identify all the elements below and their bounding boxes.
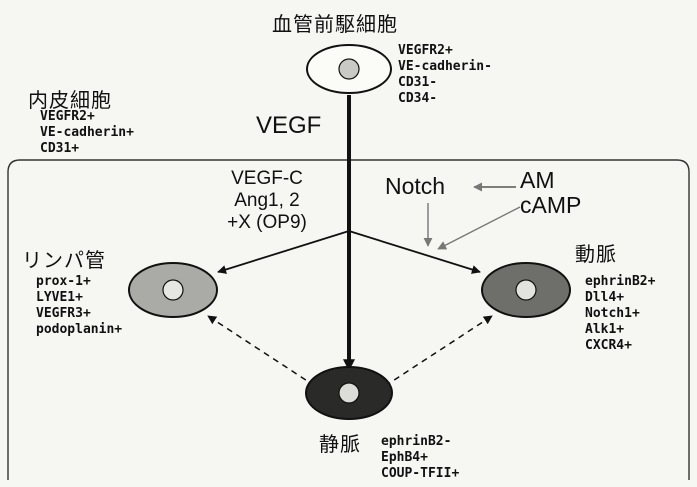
- endothelial-marker: VE-cadherin+: [40, 125, 134, 141]
- lymph-factor: Ang1, 2: [212, 190, 322, 212]
- vegf-label: VEGF: [256, 112, 321, 140]
- notch-label: Notch: [385, 173, 445, 200]
- vein-marker: COUP-TFII+: [381, 466, 459, 482]
- artery-marker: Alk1+: [585, 322, 655, 338]
- camp-label: cAMP: [520, 192, 581, 219]
- artery-marker: Dll4+: [585, 290, 655, 306]
- lymph-factor: +X (OP9): [212, 212, 322, 234]
- vein-markers: ephrinB2- EphB4+ COUP-TFII+: [381, 434, 459, 482]
- endothelial-marker: VEGFR2+: [40, 109, 134, 125]
- lymphatic-marker: LYVE1+: [36, 290, 122, 306]
- camp-diagonal-arrow: [438, 207, 520, 249]
- vein-marker: EphB4+: [381, 450, 459, 466]
- progenitor-markers: VEGFR2+ VE-cadherin- CD31- CD34-: [398, 43, 492, 107]
- artery-marker: ephrinB2+: [585, 274, 655, 290]
- artery-markers: ephrinB2+ Dll4+ Notch1+ Alk1+ CXCR4+: [585, 274, 655, 354]
- endothelial-marker: CD31+: [40, 141, 134, 157]
- vein-cell: [306, 367, 392, 419]
- progenitor-marker: VEGFR2+: [398, 43, 492, 59]
- lymphatic-label: リンパ管: [22, 244, 106, 273]
- lymphatic-markers: prox-1+ LYVE1+ VEGFR3+ podoplanin+: [36, 274, 122, 338]
- endothelial-markers: VEGFR2+ VE-cadherin+ CD31+: [40, 109, 134, 157]
- progenitor-marker: VE-cadherin-: [398, 59, 492, 75]
- lymphatic-marker: VEGFR3+: [36, 306, 122, 322]
- artery-label: 動脈: [575, 238, 617, 267]
- artery-marker: CXCR4+: [585, 338, 655, 354]
- lymph-factors: VEGF-C Ang1, 2 +X (OP9): [212, 168, 322, 234]
- artery-cell: [482, 263, 570, 317]
- progenitor-cell: [307, 45, 391, 93]
- progenitor-marker: CD31-: [398, 75, 492, 91]
- am-label: AM: [520, 167, 555, 194]
- lymph-factor: VEGF-C: [212, 168, 322, 190]
- vein-to-artery-dashed-arrow: [385, 316, 492, 386]
- vein-to-lymphatic-dashed-arrow: [208, 316, 315, 386]
- artery-marker: Notch1+: [585, 306, 655, 322]
- lymphatic-cell: [129, 263, 217, 317]
- lymphatic-branch-arrow: [218, 231, 349, 272]
- lymphatic-marker: podoplanin+: [36, 322, 122, 338]
- vein-label: 静脈: [319, 428, 361, 457]
- vein-marker: ephrinB2-: [381, 434, 459, 450]
- progenitor-label: 血管前駆細胞: [272, 8, 398, 37]
- lymphatic-marker: prox-1+: [36, 274, 122, 290]
- progenitor-marker: CD34-: [398, 91, 492, 107]
